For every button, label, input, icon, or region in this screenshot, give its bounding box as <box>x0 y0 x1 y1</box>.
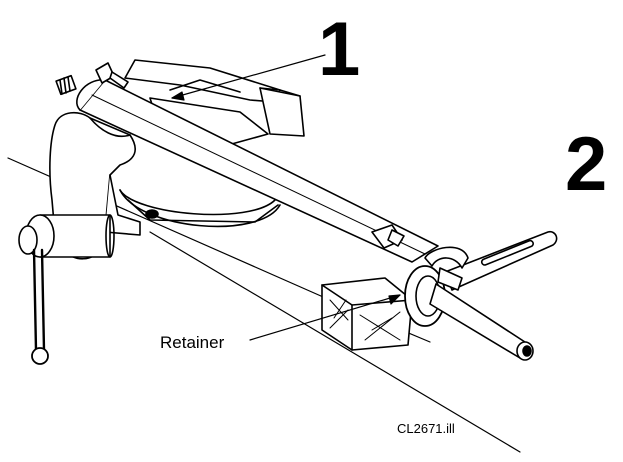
vise-base <box>119 189 281 228</box>
figure-id: CL2671.ill <box>397 421 455 436</box>
step-1-arrowhead <box>171 91 185 101</box>
spanner-wrench <box>404 230 558 361</box>
vise-rear-jaw <box>124 59 305 151</box>
retainer-label: Retainer <box>160 333 225 352</box>
tube <box>55 62 439 263</box>
retainer-arrowhead <box>388 294 401 305</box>
step-label-1: 1 <box>318 7 360 92</box>
step-label-2: 2 <box>565 122 607 207</box>
retainer-leader <box>249 294 401 341</box>
vise-front-jaw <box>18 111 141 365</box>
step-1-leader <box>171 54 326 99</box>
leader-lines <box>171 54 401 341</box>
